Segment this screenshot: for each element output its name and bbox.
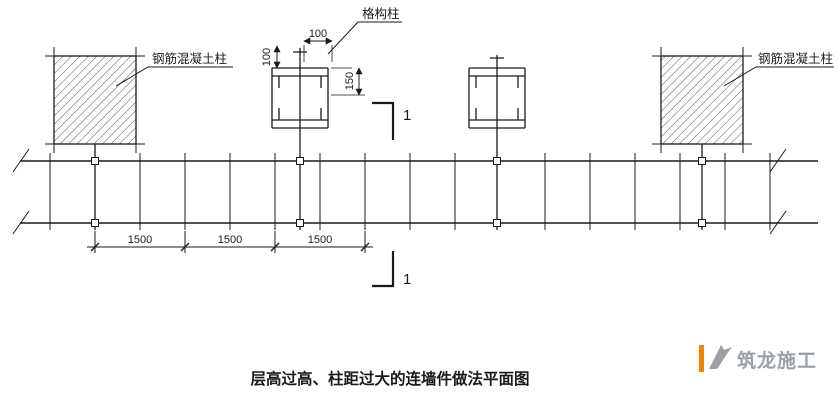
lattice-column-2 [468, 67, 526, 129]
tie-coupler [698, 219, 706, 227]
section-mark-bottom [372, 251, 395, 288]
dim-chain-extensions [94, 231, 366, 253]
tie-coupler [296, 157, 304, 165]
tie-lines [94, 48, 703, 230]
leader-line [115, 66, 233, 87]
section-label-top: 1 [403, 107, 411, 124]
concrete-column-left-hatch [53, 55, 137, 145]
scaffold-posts [49, 153, 771, 230]
label-concrete-column-left: 钢筋混凝土柱 [152, 51, 227, 66]
break-symbols [12, 148, 787, 235]
lattice-column-1-outline [271, 67, 329, 129]
dim-span-3: 1500 [308, 234, 332, 246]
concrete-column-left-ticks [45, 47, 145, 153]
lattice-column-1 [271, 67, 329, 129]
dim-tick-marks [90, 242, 370, 252]
label-lattice-column: 格构柱 [362, 6, 400, 21]
tie-coupler [91, 157, 99, 165]
leader-line [723, 66, 834, 87]
tie-coupler [493, 219, 501, 227]
tie-coupler [493, 157, 501, 165]
label-concrete-column-right: 钢筋混凝土柱 [758, 51, 833, 66]
dim-span-1: 1500 [128, 234, 152, 246]
zhulong-logo-icon [719, 347, 732, 358]
drawing-title: 层高过高、柱距过大的连墙件做法平面图 [250, 369, 529, 388]
watermark-accent-bar [699, 345, 704, 372]
concrete-column-right: 钢筋混凝土柱 [652, 47, 834, 153]
dim-extension [331, 67, 365, 96]
section-marks: 1 1 [372, 101, 411, 288]
concrete-column-right-hatch [660, 55, 744, 145]
lattice-column-2-outline [468, 67, 526, 129]
dim-span-2: 1500 [218, 234, 242, 246]
watermark: 筑龙施工 [699, 345, 817, 372]
section-label-bottom: 1 [403, 271, 411, 288]
tie-coupler [296, 219, 304, 227]
tie-coupler [698, 157, 706, 165]
dim-extension [303, 45, 333, 62]
lattice-column-callout: 格构柱 [327, 6, 402, 55]
dim-100-vertical: 100 [261, 48, 273, 66]
concrete-column-left: 钢筋混凝土柱 [45, 47, 233, 153]
wall-ties [91, 48, 706, 230]
tie-coupler [91, 219, 99, 227]
spacing-dimensions: 1500 1500 1500 [87, 231, 373, 253]
dim-150-vertical: 150 [344, 72, 356, 90]
leader-line [327, 21, 402, 55]
dim-100-horizontal: 100 [309, 28, 327, 40]
concrete-column-right-ticks [652, 47, 752, 153]
detail-dimensions: 100 100 150 [261, 28, 365, 96]
section-mark-top [372, 101, 395, 140]
scaffold [12, 148, 818, 235]
watermark-text: 筑龙施工 [737, 349, 817, 372]
